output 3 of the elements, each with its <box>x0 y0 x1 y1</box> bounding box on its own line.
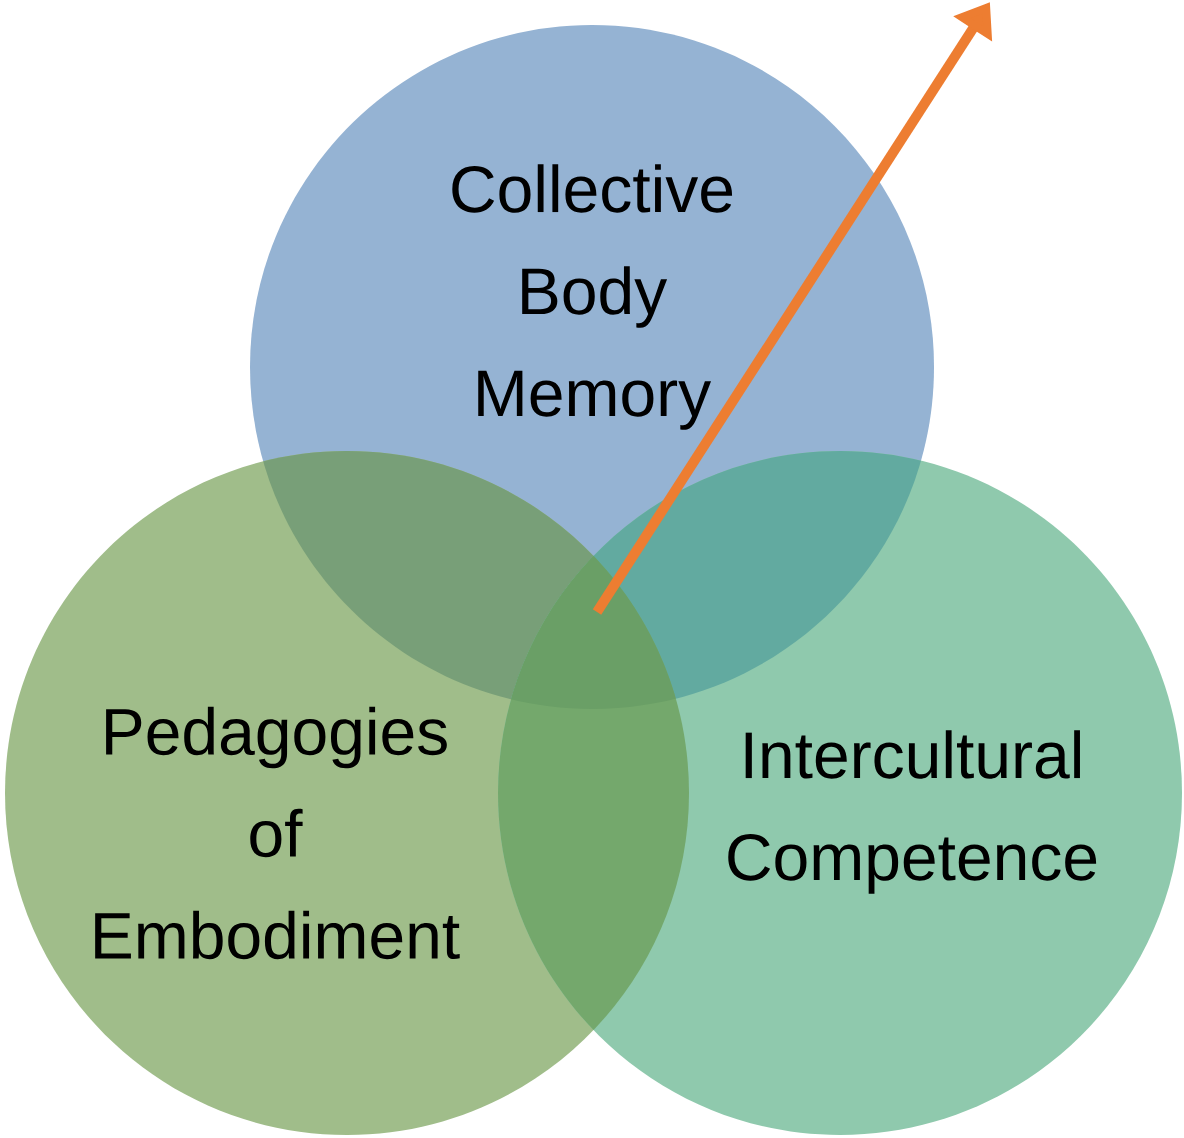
circle-label: Intercultural Competence <box>728 730 1097 894</box>
circle-label: Pedagogies of Embodiment <box>95 706 460 960</box>
circle-label: Collective Body Memory <box>452 164 733 430</box>
